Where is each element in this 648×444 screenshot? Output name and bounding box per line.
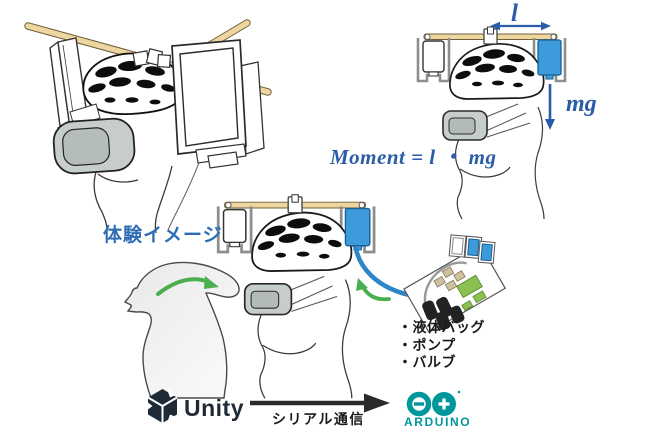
hardware-component-list: ・液体バッグ ・ポンプ ・バルブ — [398, 319, 485, 372]
head-neck-outline-front — [93, 165, 173, 234]
weight-force-arrow — [545, 84, 555, 130]
pump-board-illustration — [403, 234, 507, 334]
right-weight-frame — [171, 39, 247, 169]
minus-icon — [414, 402, 424, 406]
arduino-logo-icon — [406, 390, 461, 417]
experience-schematic-figure — [216, 193, 376, 400]
pump-flow-arrow — [356, 278, 391, 302]
rod-mount-cluster — [132, 48, 172, 69]
list-item-valve: ・バルブ — [398, 354, 456, 370]
cable-line — [167, 159, 201, 231]
bike-helmet-front — [82, 52, 184, 115]
unity-wordmark: Unity — [184, 395, 244, 421]
moment-schematic-figure — [416, 25, 567, 221]
prototype-photo-illustration — [24, 19, 272, 234]
unity-logo-icon — [146, 389, 178, 423]
vr-headset-front — [52, 117, 136, 175]
moment-formula: Moment = l ・ mg — [330, 145, 497, 169]
lever-length-arrow — [490, 21, 551, 31]
controller-pcb — [456, 274, 487, 312]
list-item-liquid-bag: ・液体バッグ — [398, 319, 485, 335]
head-rotation-arrow — [156, 276, 219, 296]
bent-head-silhouette — [123, 261, 240, 399]
lever-length-label: l — [511, 0, 518, 27]
serial-communication-label: シリアル通信 — [272, 411, 365, 427]
trademark-dot — [457, 390, 461, 394]
arduino-wordmark: ARDUINO — [404, 415, 472, 429]
experience-caption: 体験イメージ — [103, 225, 223, 246]
valves — [433, 266, 466, 292]
serial-arrow — [250, 393, 390, 413]
list-item-pump: ・ポンプ — [398, 336, 456, 353]
pumps — [422, 296, 465, 331]
board-bags — [448, 234, 496, 264]
weight-label: mg — [566, 91, 597, 117]
